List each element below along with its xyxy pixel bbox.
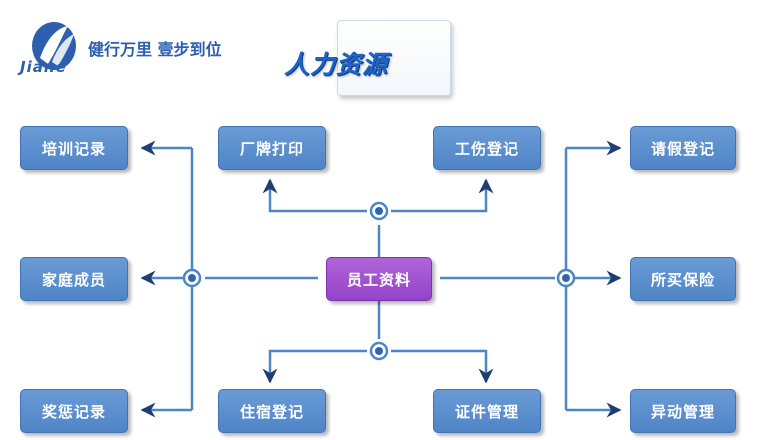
- node-certificate-management[interactable]: 证件管理: [433, 389, 541, 433]
- node-leave-registration[interactable]: 请假登记: [630, 126, 736, 170]
- node-transfer-management[interactable]: 异动管理: [630, 389, 736, 433]
- node-badge-printing[interactable]: 厂牌打印: [218, 126, 326, 170]
- logo-text: Jiane: [20, 58, 67, 76]
- node-insurance[interactable]: 所买保险: [630, 257, 736, 301]
- page-title: 人力资源: [284, 50, 389, 79]
- node-rewards-penalties[interactable]: 奖惩记录: [20, 389, 128, 433]
- slogan: 健行万里 壹步到位: [88, 40, 222, 59]
- node-employee-info[interactable]: 员工资料: [326, 257, 432, 301]
- company-logo-icon: [32, 22, 76, 70]
- node-dorm-registration[interactable]: 住宿登记: [218, 389, 326, 433]
- title-box: [337, 20, 451, 96]
- node-training-records[interactable]: 培训记录: [20, 126, 128, 170]
- node-work-injury[interactable]: 工伤登记: [433, 126, 541, 170]
- node-family-members[interactable]: 家庭成员: [20, 257, 128, 301]
